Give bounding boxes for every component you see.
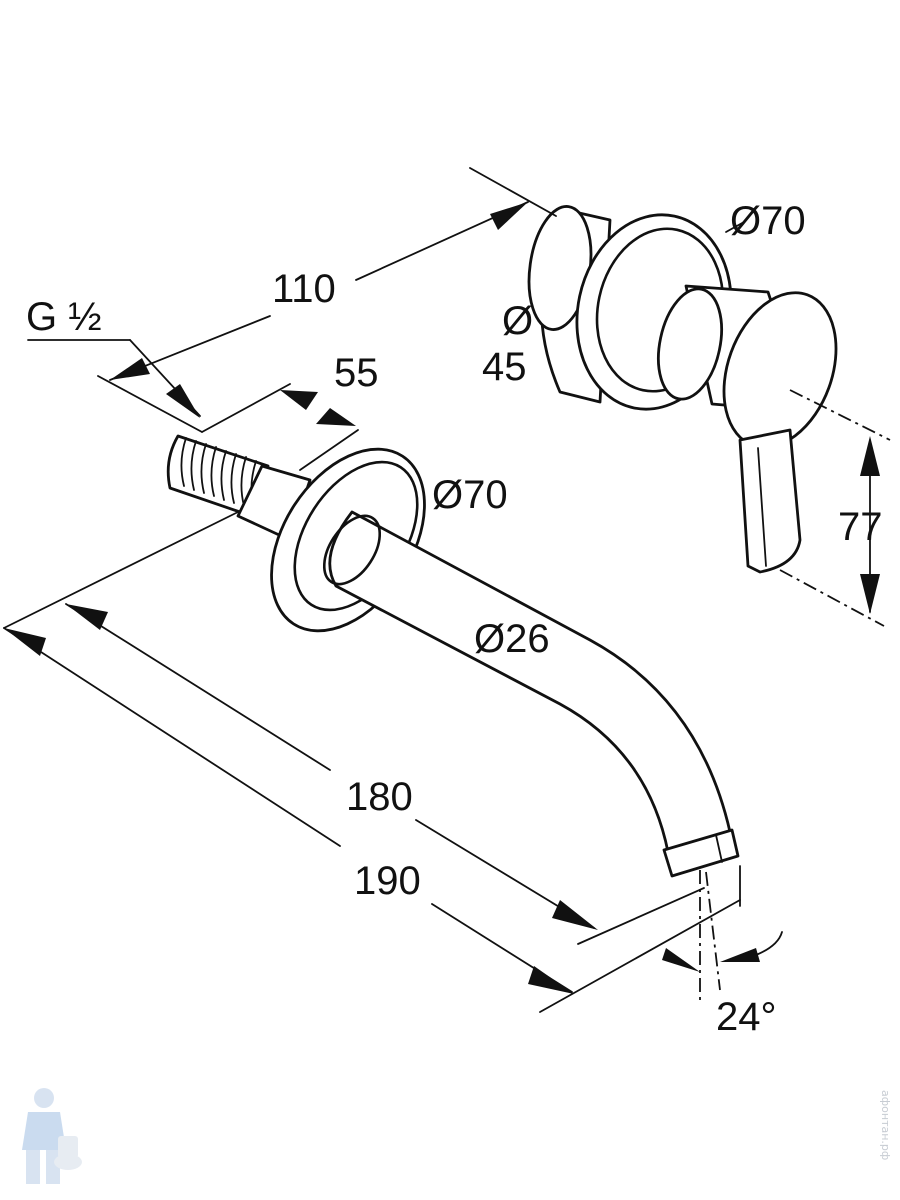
plumber-mascot-icon	[22, 1088, 82, 1184]
label-spout-diameter: Ø26	[474, 617, 550, 661]
arrow-180-right	[552, 900, 598, 930]
lever-cartridge-body	[657, 284, 838, 449]
arrow-55-right	[316, 408, 356, 426]
label-projection-180: 180	[346, 775, 413, 819]
arrow-180-left	[66, 604, 108, 630]
label-outlet-angle: 24°	[716, 995, 777, 1039]
lever-assembly	[527, 205, 891, 627]
arrow-190-left	[4, 628, 46, 656]
label-projection-190: 190	[354, 859, 421, 903]
arrow-110-left	[110, 358, 150, 380]
lever-handle	[738, 428, 802, 574]
label-thread-length: 55	[334, 351, 379, 395]
label-inlet-thread: G ½	[26, 295, 102, 339]
dimension-lines	[3, 167, 880, 1013]
arrow-55-left	[280, 390, 318, 410]
arrow-77-top	[860, 436, 880, 476]
label-spout-rosette-diameter: Ø70	[432, 473, 508, 517]
label-lever-body-diameter-symbol: Ø	[502, 299, 533, 343]
label-wall-depth: 110	[272, 267, 336, 311]
arrow-angle-left	[662, 948, 700, 972]
arrow-77-bottom	[860, 574, 880, 614]
arrow-190-right	[528, 966, 574, 994]
watermark-site-text: афонтан.рф	[879, 1090, 892, 1160]
label-lever-body-diameter-value: 45	[482, 345, 527, 389]
spout-tube	[322, 510, 740, 878]
arrow-thread	[166, 384, 200, 418]
spout-assembly	[166, 434, 740, 878]
label-lever-rosette-diameter: Ø70	[730, 199, 806, 243]
arrow-110-right	[490, 202, 528, 230]
arrow-angle-right	[720, 948, 760, 962]
label-lever-height: 77	[838, 505, 883, 549]
